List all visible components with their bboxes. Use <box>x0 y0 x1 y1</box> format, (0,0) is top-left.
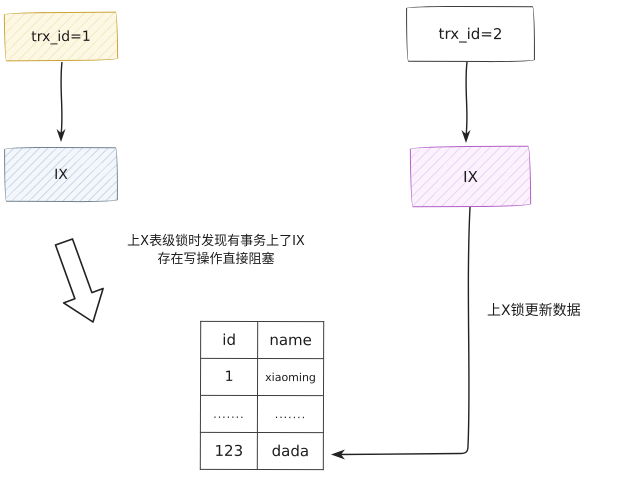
node-trx2-label: trx_id=2 <box>438 24 503 44</box>
cell-row1-name: xiaoming <box>257 358 324 396</box>
node-trx1: trx_id=1 <box>3 11 119 62</box>
table-header-id: id <box>200 321 258 359</box>
node-trx1-label: trx_id=1 <box>31 28 91 45</box>
table-header-row: id name <box>200 321 324 359</box>
node-ix-left: IX <box>3 146 119 203</box>
arrowhead-ix-to-table <box>331 449 345 460</box>
table-row: 123 dada <box>200 432 324 470</box>
arrow-trx2-to-ix <box>465 61 468 137</box>
arrowhead-trx2-to-ix <box>461 130 471 143</box>
table-header-name: name <box>257 321 324 359</box>
table-row: 1 xiaoming <box>200 358 324 396</box>
table-row: ....... ....... <box>200 395 324 433</box>
arrow-trx1-to-ix <box>60 61 63 136</box>
cell-row1-id: 1 <box>200 358 258 396</box>
arrowhead-trx1-to-ix <box>56 129 66 142</box>
block-note-line1: 上X表级锁时发现有事务上了IX <box>127 234 305 249</box>
cell-row2-id: ....... <box>200 395 258 433</box>
data-table: id name 1 xiaoming ....... ....... 123 d… <box>199 320 325 471</box>
cell-row3-id: 123 <box>200 432 258 470</box>
cell-row3-name: dada <box>257 432 324 470</box>
node-ix-right: IX <box>409 145 532 208</box>
update-note: 上X锁更新数据 <box>487 303 581 319</box>
node-trx2: trx_id=2 <box>405 5 536 63</box>
cell-row2-name: ....... <box>257 395 324 433</box>
block-note: 上X表级锁时发现有事务上了IX 存在写操作直接阻塞 <box>96 233 336 269</box>
node-ix-left-label: IX <box>54 166 68 183</box>
connector-ix-to-table <box>337 206 471 456</box>
block-note-line2: 存在写操作直接阻塞 <box>157 252 275 267</box>
node-ix-right-label: IX <box>463 167 478 186</box>
